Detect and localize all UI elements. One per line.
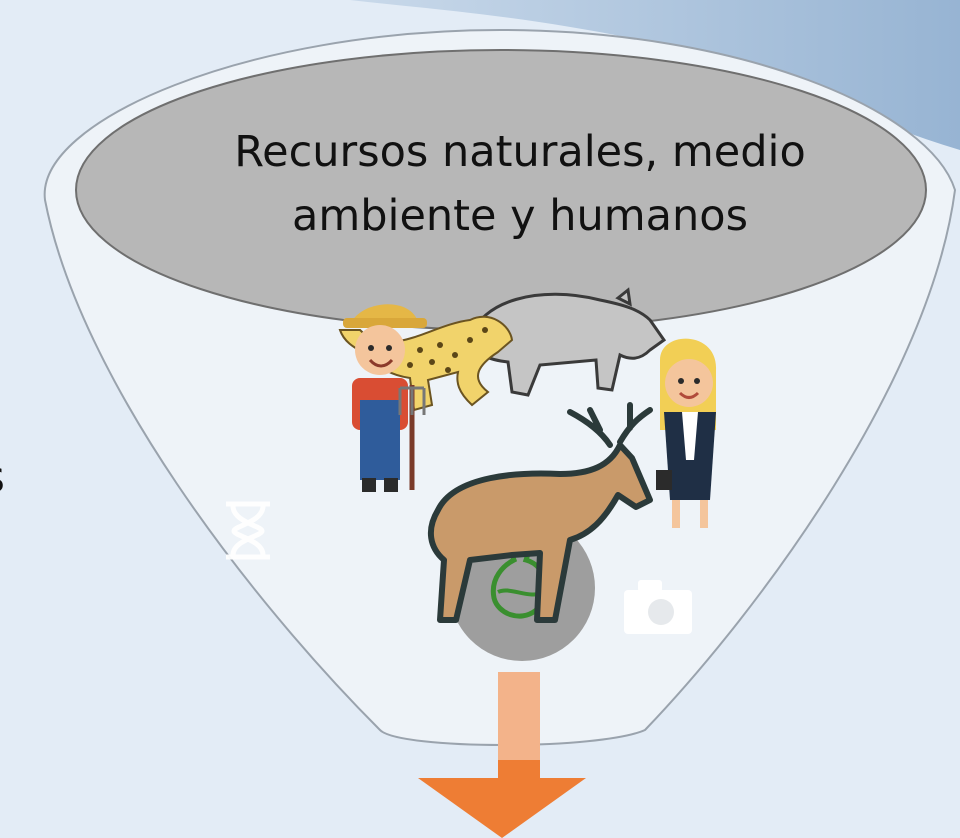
down-arrow [418,672,586,838]
camera-icon [624,580,692,634]
cut-off-letter: s [0,452,5,503]
title-line-2: ambiente y humanos [292,191,748,241]
boar-figure [468,287,667,397]
title-line-1: Recursos naturales, medio [234,127,806,177]
deer-figure [427,402,653,623]
background-band [350,0,960,150]
woman-figure [656,338,717,528]
hourglass-icon [226,501,270,560]
funnel-title: Recursos naturales, medio ambiente y hum… [150,120,890,248]
farmer-figure [343,304,427,492]
